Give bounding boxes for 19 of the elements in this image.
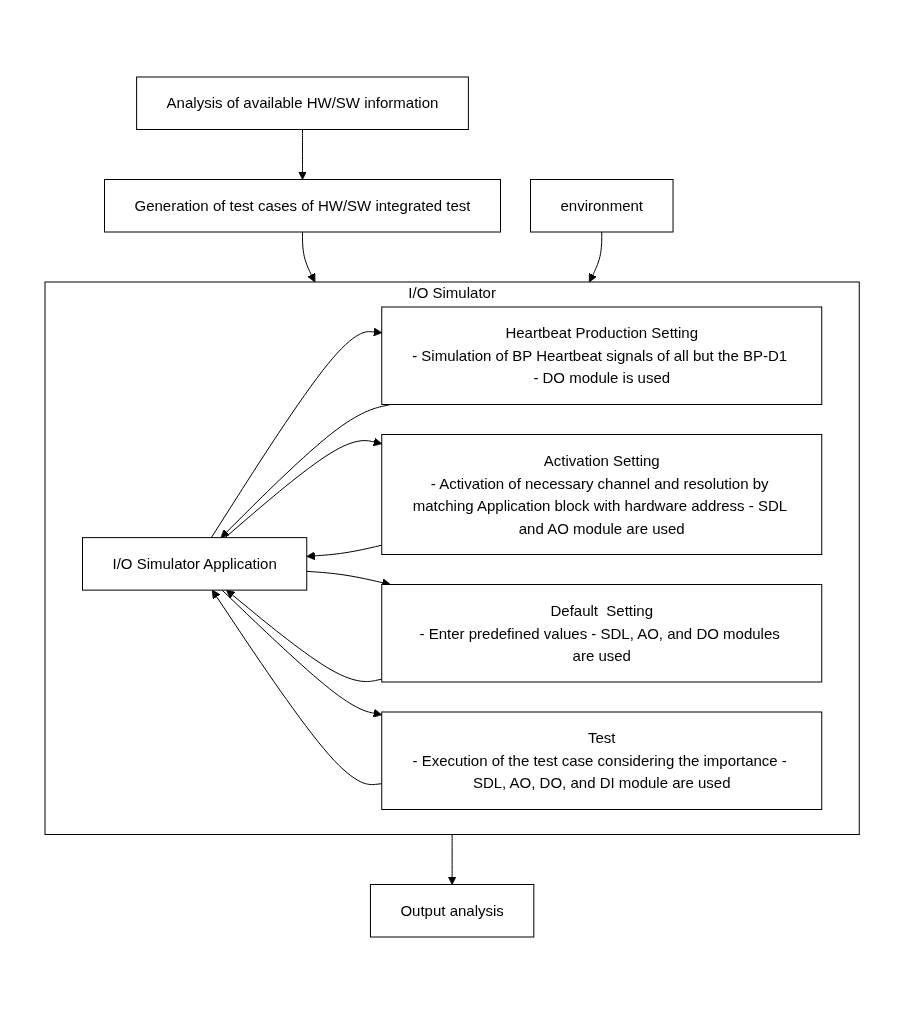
arrow bbox=[301, 231, 316, 283]
node-box: Output analysis bbox=[369, 884, 535, 938]
node-box: Generation of test cases of HW/SW integrated test bbox=[103, 179, 501, 233]
node-box: Test - Execution of the test case considering the importance - SDL, AO, DO, and DI module are used bbox=[381, 711, 823, 810]
node-box: Analysis of available HW/SW information bbox=[136, 76, 469, 130]
node-box: Heartbeat Production Setting - Simulation of BP Heartbeat signals of all but the BP-D1 - DO module is used bbox=[381, 306, 823, 405]
node-box: Activation Setting - Activation of necessary channel and resolution by matching Application block with hardware address - SDL and AO module are used bbox=[381, 434, 823, 555]
arrow bbox=[306, 544, 383, 561]
arrow bbox=[226, 589, 383, 683]
arrow bbox=[447, 834, 457, 885]
node-box: I/O Simulator Application bbox=[81, 537, 308, 591]
arrow bbox=[221, 589, 382, 718]
arrow bbox=[211, 589, 383, 786]
arrow bbox=[224, 437, 382, 539]
node-box: Default Setting - Enter predefined values - SDL, AO, and DO modules are used bbox=[381, 584, 823, 683]
arrow bbox=[210, 327, 383, 539]
arrow bbox=[588, 231, 603, 283]
node-box: environment bbox=[529, 179, 674, 233]
arrow bbox=[297, 129, 307, 180]
